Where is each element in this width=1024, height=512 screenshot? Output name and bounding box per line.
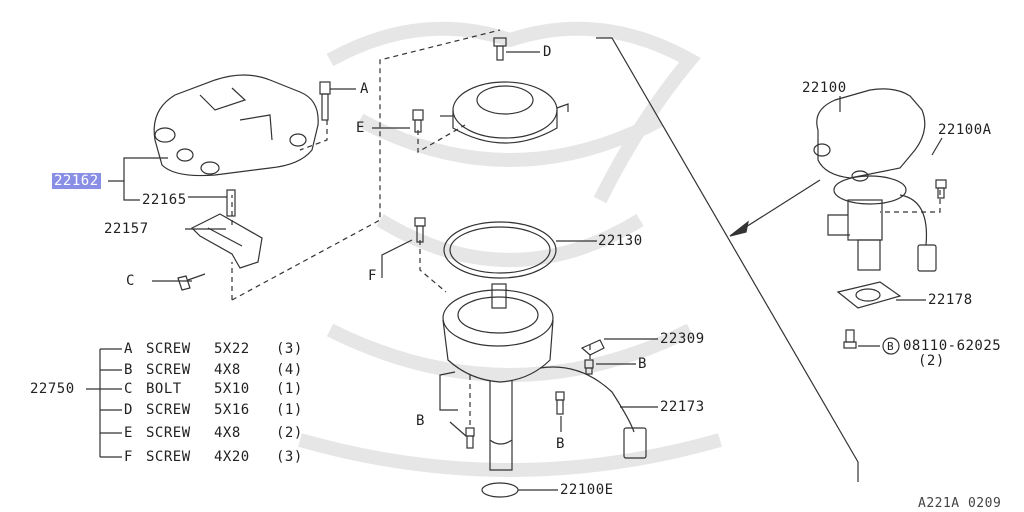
screw-letter-b: B	[556, 436, 565, 452]
kit-item-size: 5X16	[214, 402, 250, 418]
screw-letter-c: C	[126, 273, 135, 289]
arrow-line	[737, 179, 821, 233]
leader-line	[449, 421, 467, 437]
bolt-c-drawing	[177, 273, 206, 291]
screw-b-drawing	[584, 359, 594, 375]
leader-line	[123, 181, 140, 201]
screw-f-drawing	[414, 217, 426, 243]
kit-item-size: 4X8	[214, 362, 241, 378]
dashed-assembly-line	[299, 120, 328, 151]
carbon-point-drawing	[226, 189, 236, 217]
distributor-cap-drawing	[153, 74, 319, 177]
rotor-drawing	[190, 213, 263, 269]
kit-item-row: D SCREW 5X16 (1)	[124, 402, 306, 418]
screw-letter-d: D	[543, 44, 552, 60]
kit-item-row: A SCREW 5X22 (3)	[124, 341, 306, 357]
screw-e-drawing	[412, 109, 424, 133]
part-label-22178: 22178	[928, 292, 973, 308]
leader-line	[931, 137, 943, 156]
kit-item-qty: (3)	[276, 341, 303, 357]
kit-item-letter: C	[124, 381, 133, 397]
kit-item-qty: (1)	[276, 381, 303, 397]
bracket-drawing	[580, 339, 605, 356]
kit-item-size: 4X20	[214, 449, 250, 465]
kit-bracket-line	[86, 348, 122, 458]
leader-line	[108, 157, 168, 182]
screw-b-drawing	[555, 391, 565, 415]
kit-item-row: F SCREW 4X20 (3)	[124, 449, 306, 465]
kit-item-name: SCREW	[146, 425, 191, 441]
part-label-22750: 22750	[30, 381, 75, 397]
screw-letter-a: A	[360, 81, 369, 97]
distributor-housing-drawing	[439, 283, 647, 471]
kit-item-letter: B	[124, 362, 133, 378]
screw-d-drawing	[493, 37, 507, 61]
circled-b-letter: B	[887, 340, 895, 353]
screw-22100a-drawing	[935, 179, 947, 199]
part-label-22162[interactable]: 22162	[52, 173, 101, 189]
screw-letter-f: F	[368, 268, 377, 284]
seal-22100e-drawing	[481, 482, 519, 498]
bolt-quantity: (2)	[918, 353, 945, 369]
screw-letter-e: E	[356, 120, 365, 136]
dashed-assembly-line	[417, 124, 466, 154]
kit-item-letter: D	[124, 402, 133, 418]
kit-item-qty: (1)	[276, 402, 303, 418]
kit-item-row: C BOLT 5X10 (1)	[124, 381, 306, 397]
part-label-22309: 22309	[660, 331, 705, 347]
distributor-assembly-drawing	[813, 88, 937, 272]
part-label-22157: 22157	[104, 221, 149, 237]
kit-item-name: BOLT	[146, 381, 182, 397]
bolt-08110-drawing	[843, 329, 857, 349]
dashed-assembly-line	[231, 29, 501, 301]
kit-item-qty: (2)	[276, 425, 303, 441]
leader-line	[381, 239, 413, 278]
kit-item-name: SCREW	[146, 341, 191, 357]
separator-line	[596, 37, 859, 482]
screw-letter-b: B	[638, 356, 647, 372]
kit-item-letter: E	[124, 425, 133, 441]
kit-item-size: 4X8	[214, 425, 241, 441]
kit-item-row: E SCREW 4X8 (2)	[124, 425, 306, 441]
circled-b-marker	[882, 337, 900, 355]
kit-item-name: SCREW	[146, 362, 191, 378]
kit-item-letter: F	[124, 449, 133, 465]
part-label-22173: 22173	[660, 399, 705, 415]
part-label-22100e: 22100E	[560, 482, 614, 498]
kit-item-name: SCREW	[146, 449, 191, 465]
kit-item-size: 5X22	[214, 341, 250, 357]
kit-item-qty: (4)	[276, 362, 303, 378]
arrow-head	[729, 220, 749, 237]
screw-letter-b: B	[416, 413, 425, 429]
part-label-22100: 22100	[802, 80, 847, 96]
kit-item-letter: A	[124, 341, 133, 357]
screw-b-drawing	[465, 427, 475, 449]
kit-item-size: 5X10	[214, 381, 250, 397]
part-label-22100a: 22100A	[938, 122, 992, 138]
dashed-assembly-line	[880, 190, 941, 213]
part-label-08110-62025: 08110-62025	[903, 338, 1002, 354]
kit-item-name: SCREW	[146, 402, 191, 418]
screw-a-drawing	[319, 81, 331, 121]
part-label-22130: 22130	[598, 233, 643, 249]
kit-item-qty: (3)	[276, 449, 303, 465]
seal-ring-drawing	[443, 221, 557, 279]
cover-drawing	[440, 81, 569, 144]
kit-item-row: B SCREW 4X8 (4)	[124, 362, 306, 378]
dashed-assembly-line	[419, 240, 447, 293]
part-label-22165: 22165	[142, 192, 187, 208]
gasket-drawing	[836, 281, 902, 309]
figure-code: A221A 0209	[918, 496, 1002, 511]
